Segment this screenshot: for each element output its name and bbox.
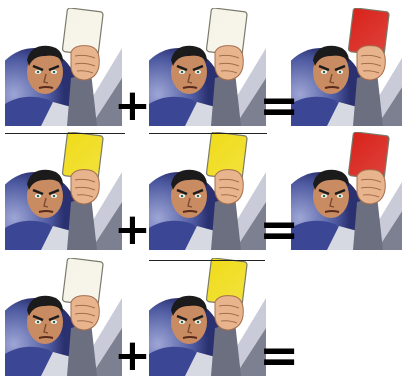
row-3-equals-sign: = — [259, 332, 295, 380]
referee-holding-card-icon — [291, 8, 402, 126]
row-3-middle-yellow-card-tile — [149, 258, 266, 376]
row-1-plus-sign: + — [114, 84, 150, 128]
row-2-middle-yellow-card-tile — [149, 132, 266, 250]
referee-holding-card-icon — [149, 132, 266, 250]
row-3-left-white-card-tile — [5, 258, 122, 376]
row-1-left-white-card-tile — [5, 8, 122, 126]
row-3-plus-sign: + — [114, 334, 150, 378]
separator-line — [149, 133, 267, 134]
separator-line — [149, 260, 265, 261]
row-2-plus-sign: + — [114, 208, 150, 252]
row-2-result-red-card-tile — [291, 132, 402, 250]
row-2-equals-sign: = — [259, 206, 295, 254]
referee-holding-card-icon — [5, 132, 122, 250]
row-1-equals-sign: = — [259, 82, 295, 130]
row-2-left-yellow-card-tile — [5, 132, 122, 250]
referee-holding-card-icon — [149, 8, 266, 126]
referee-holding-card-icon — [149, 258, 266, 376]
referee-holding-card-icon — [5, 258, 122, 376]
separator-line — [5, 133, 125, 134]
row-1-result-red-card-tile — [291, 8, 402, 126]
row-1-middle-white-card-tile — [149, 8, 266, 126]
referee-holding-card-icon — [291, 132, 402, 250]
referee-holding-card-icon — [5, 8, 122, 126]
